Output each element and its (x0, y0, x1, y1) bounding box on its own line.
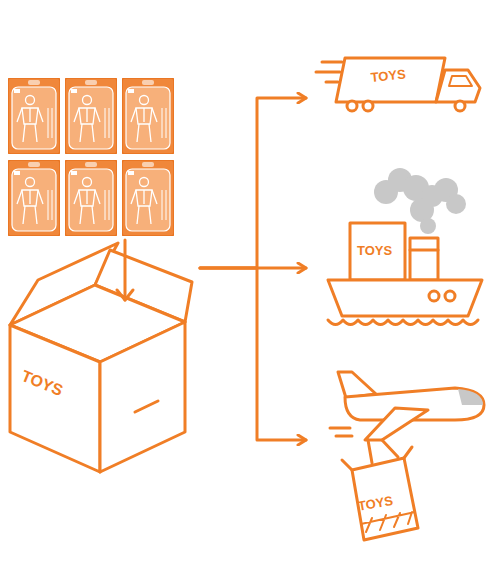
branch-arrow (200, 98, 306, 268)
air-package (352, 458, 418, 540)
ship-hull (328, 280, 482, 316)
box-face (10, 325, 100, 472)
package-flaps (342, 447, 412, 470)
truck-body (336, 58, 445, 102)
toy-package (122, 160, 174, 236)
plane-wing (365, 408, 428, 440)
box-label: TOYS (357, 494, 394, 513)
box-label: TOYS (19, 368, 65, 399)
ship-node: TOYS (306, 175, 484, 330)
branch-arrow (200, 268, 306, 440)
box-label: TOYS (357, 244, 392, 257)
porthole (445, 291, 455, 301)
truck-node: TOYS (306, 50, 482, 146)
arrow-head (117, 290, 133, 300)
ship-chimney (410, 238, 438, 280)
plane-node: TOYS (306, 365, 484, 545)
toy-package (65, 78, 117, 154)
smoke-puff (446, 194, 466, 214)
porthole (429, 291, 439, 301)
toy-package (8, 160, 60, 236)
truck-wheel (455, 101, 465, 111)
toy-packages (8, 78, 174, 236)
box-handle (135, 401, 158, 412)
box-face (100, 322, 185, 472)
chimney-stripe (410, 249, 438, 252)
toy-package (65, 160, 117, 236)
truck-cab (436, 70, 480, 102)
package-lattice (361, 512, 415, 532)
speed-lines (330, 428, 352, 436)
toy-package (8, 78, 60, 154)
truck-window (449, 76, 472, 86)
arrow-shaft (124, 240, 127, 300)
down-arrow (117, 240, 133, 300)
smoke-puff (420, 218, 436, 234)
cardboard-box-node: TOYS (8, 240, 200, 475)
truck (316, 58, 480, 111)
truck-wheel (347, 101, 357, 111)
ship (328, 223, 482, 325)
box-label: TOYS (370, 67, 406, 84)
truck-wheel (363, 101, 373, 111)
plane (330, 372, 484, 540)
branch-arrow (200, 267, 306, 270)
waves (328, 320, 478, 325)
ship-cargo (350, 223, 405, 280)
speed-lines (316, 62, 342, 82)
cardboard-box (10, 243, 192, 472)
plane-cockpit (458, 389, 483, 405)
toy-package (122, 78, 174, 154)
